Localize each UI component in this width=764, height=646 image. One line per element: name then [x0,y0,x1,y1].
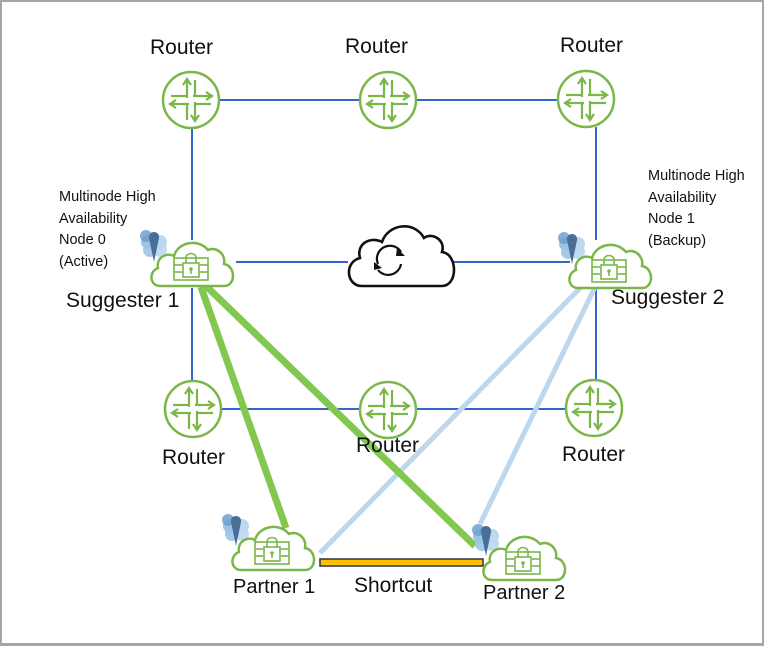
shortcut-link [319,558,484,567]
tunnel-suggester-1-to-partner-2 [203,283,478,549]
router-icon [358,380,418,440]
router-icon [161,70,221,130]
shortcut-label: Shortcut [354,574,433,597]
description-line: Availability [648,189,717,206]
active-tunnels [197,283,478,549]
router-label-top-middle: Router [345,35,409,58]
description-line: Multinode High [59,189,156,205]
suggester-1-label: Suggester 1 [66,289,180,312]
description-line: (Active) [59,253,109,270]
partner-2-label: Partner 2 [483,582,566,604]
suggester-2-description: Multinode High Availability Node 1 (Back… [648,166,745,252]
cloud-sync-icon [347,225,456,288]
router-label-bottom-middle: Router [356,434,420,457]
backup-tunnels [318,280,599,555]
tunnel-suggester-2-to-partner-2 [477,283,599,526]
router-label-bottom-right: Router [562,443,626,466]
suggester-1-description: Multinode High Availability Node 0 (Acti… [59,187,156,273]
suggester-2-label: Suggester 2 [611,286,725,309]
description-line: Availability [59,210,128,227]
router-label-bottom-left: Router [162,446,226,469]
router-icon [358,70,418,130]
tunnel-suggester-1-to-partner-1 [197,285,290,530]
description-line: Multinode High [648,168,745,184]
partner-1-label: Partner 1 [233,576,316,598]
description-line: (Backup) [648,232,707,249]
router-icon [564,378,624,438]
router-icon [163,379,223,439]
router-icon [556,69,616,129]
router-label-top-right: Router [560,34,624,57]
description-line: Node 0 [59,232,106,248]
tunnel-suggester-2-to-partner-1 [318,280,588,555]
description-line: Node 1 [648,211,695,227]
router-label-top-left: Router [150,36,214,59]
